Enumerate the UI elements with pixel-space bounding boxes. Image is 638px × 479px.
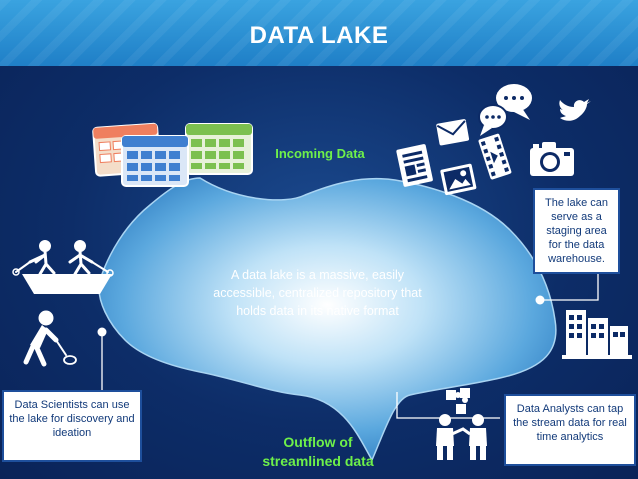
connector-staging <box>540 272 599 301</box>
callout-staging-area: The lake can serve as a staging area for… <box>533 188 620 274</box>
callout-data-analysts: Data Analysts can tap the stream data fo… <box>504 394 636 466</box>
twitter-bird-icon <box>559 99 591 121</box>
email-icon <box>436 119 470 146</box>
spreadsheet-icon <box>92 122 253 187</box>
analysts-puzzle-icon <box>436 388 487 460</box>
warehouse-buildings-icon <box>562 310 632 359</box>
page-title: DATA LAKE <box>249 22 389 49</box>
connector-dot-scientists <box>97 327 107 337</box>
document-icon <box>396 144 433 187</box>
connector-analysts <box>396 392 500 419</box>
image-icon <box>440 163 477 196</box>
fisherman-icon <box>23 310 77 367</box>
lake-shape <box>98 177 557 462</box>
chat-icon <box>478 84 532 136</box>
connector-dot-staging <box>535 295 545 305</box>
camera-icon <box>530 142 574 176</box>
outflow-label: Outflow of streamlined data <box>262 434 374 469</box>
callout-data-scientists: Data Scientists can use the lake for dis… <box>2 390 142 462</box>
video-icon <box>478 133 512 180</box>
incoming-data-label: Incoming Data <box>275 146 365 161</box>
data-lake-description: A data lake is a massive, easily accessi… <box>213 268 422 318</box>
title-banner: DATA LAKE <box>0 0 638 66</box>
boat-rowers-icon <box>12 240 114 294</box>
